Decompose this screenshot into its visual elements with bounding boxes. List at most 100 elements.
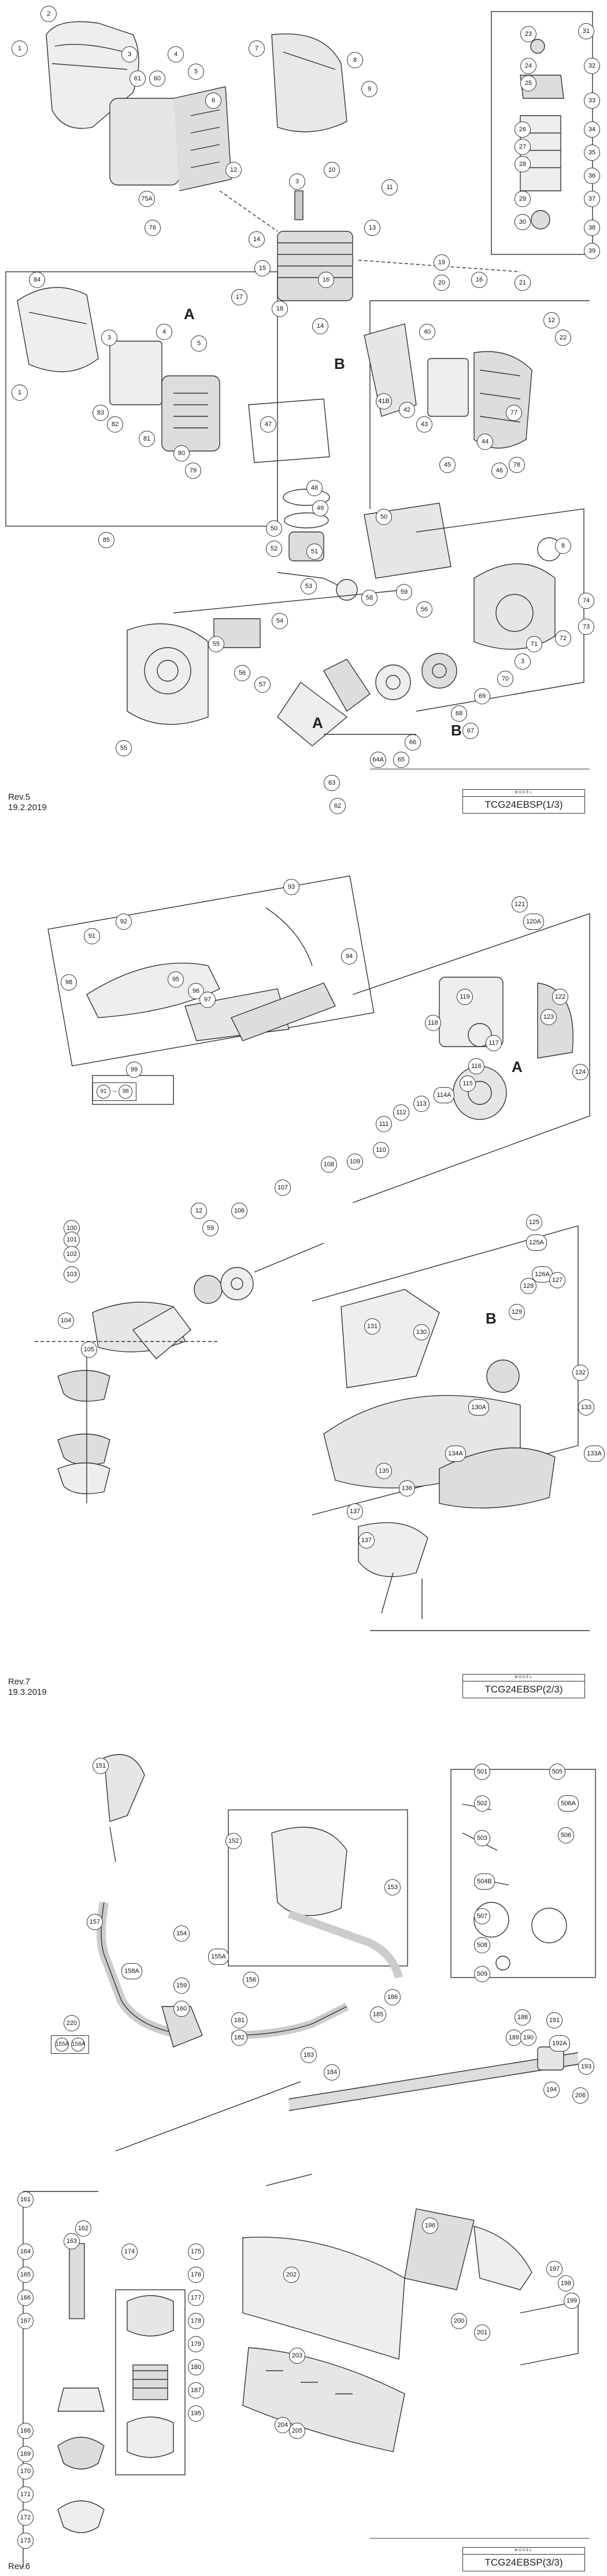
part-callout: 84 bbox=[29, 272, 45, 288]
parts-sheet-1: A B A B Rev.5 19.2.2019 MODEL TCG24EBSP(… bbox=[0, 0, 607, 856]
part-callout: 77 bbox=[506, 405, 522, 421]
part-callout: 64A bbox=[370, 752, 386, 768]
part-callout: 166 bbox=[17, 2290, 34, 2306]
part-callout: 508 bbox=[474, 1937, 490, 1953]
part-callout: 137 bbox=[347, 1503, 363, 1520]
part-callout: 8 bbox=[555, 538, 571, 554]
part-callout: 180 bbox=[188, 2359, 204, 2375]
part-callout: 78 bbox=[509, 457, 525, 473]
part-callout: 20 bbox=[434, 275, 450, 291]
part-callout: 7 bbox=[249, 40, 265, 57]
model-name: TCG24EBSP(3/3) bbox=[484, 2557, 563, 2568]
part-callout: 156 bbox=[243, 1972, 259, 1988]
part-callout: 16 bbox=[471, 272, 487, 288]
model-box: MODEL TCG24EBSP(3/3) bbox=[462, 2547, 585, 2571]
ref-group-to: 98 bbox=[119, 1085, 133, 1099]
part-callout: 2 bbox=[40, 6, 57, 22]
part-callout: 117 bbox=[486, 1035, 502, 1051]
part-callout: 154 bbox=[173, 1925, 190, 1942]
part-callout: 189 bbox=[506, 2030, 522, 2046]
part-callout: 131 bbox=[364, 1318, 380, 1335]
part-callout: 110 bbox=[373, 1142, 389, 1158]
part-callout: 119 bbox=[457, 989, 473, 1005]
part-callout: 118 bbox=[425, 1015, 441, 1031]
part-callout: 197 bbox=[546, 2261, 562, 2277]
part-callout: 83 bbox=[92, 405, 109, 421]
model-name: TCG24EBSP(1/3) bbox=[484, 799, 563, 810]
part-callout: 85 bbox=[98, 532, 114, 548]
part-callout: 179 bbox=[188, 2336, 204, 2352]
revision-label: Rev.6 bbox=[8, 2562, 31, 2571]
parts-sheet-2: A B 91 ~ 98 99 Rev.7 19.3.2019 MODEL TCG… bbox=[0, 867, 607, 1723]
part-callout: 15 bbox=[254, 260, 271, 276]
part-callout: 17 bbox=[231, 289, 247, 305]
part-callout: 185 bbox=[370, 2006, 386, 2023]
part-callout: 114A bbox=[434, 1087, 454, 1103]
part-callout: 40 bbox=[419, 324, 435, 340]
part-callout: 125 bbox=[526, 1214, 542, 1230]
part-callout: 61 bbox=[129, 71, 146, 87]
part-callout: 503 bbox=[474, 1830, 490, 1846]
part-callout: 506A bbox=[558, 1795, 579, 1812]
part-callout: 44 bbox=[477, 434, 493, 450]
part-callout: 509 bbox=[474, 1966, 490, 1982]
part-callout: 59 bbox=[202, 1220, 219, 1236]
part-callout: 157 bbox=[87, 1914, 103, 1930]
part-callout: 103 bbox=[64, 1266, 80, 1283]
part-callout: 507 bbox=[474, 1908, 490, 1924]
part-callout: 121 bbox=[512, 896, 528, 912]
part-callout: 108 bbox=[321, 1156, 337, 1173]
part-callout: 23 bbox=[520, 26, 536, 42]
part-callout: 65 bbox=[393, 752, 409, 768]
part-callout: 19 bbox=[434, 254, 450, 271]
part-callout: 3 bbox=[121, 46, 138, 62]
part-callout: 111 bbox=[376, 1116, 392, 1132]
part-callout: 178 bbox=[188, 2313, 204, 2329]
part-callout: 3 bbox=[289, 173, 305, 190]
part-callout: 33 bbox=[584, 93, 600, 109]
part-callout: 106 bbox=[231, 1203, 247, 1219]
part-callout: 47 bbox=[260, 416, 276, 433]
part-callout: 109 bbox=[347, 1154, 363, 1170]
part-callout: 134A bbox=[445, 1446, 466, 1462]
part-callout: 51 bbox=[306, 544, 323, 560]
part-callout: 48 bbox=[306, 480, 323, 496]
part-callout: 58 bbox=[361, 590, 377, 606]
part-callout: 132 bbox=[572, 1365, 589, 1381]
part-callout: 129 bbox=[509, 1304, 525, 1320]
part-callout: 12 bbox=[543, 312, 560, 328]
ref-group-label: 220 bbox=[64, 2015, 80, 2031]
part-callout: 49 bbox=[312, 500, 328, 516]
part-callout: 35 bbox=[584, 145, 600, 161]
part-callout: 38 bbox=[584, 220, 600, 236]
part-callout: 70 bbox=[497, 671, 513, 687]
part-callout: 160 bbox=[173, 2001, 190, 2017]
part-callout: 39 bbox=[584, 243, 600, 259]
part-callout: 122 bbox=[552, 989, 568, 1005]
part-callout: 57 bbox=[254, 677, 271, 693]
part-callout: 162 bbox=[75, 2220, 91, 2237]
part-callout: 5 bbox=[191, 335, 207, 352]
part-callout: 128 bbox=[520, 1278, 536, 1294]
part-callout: 5 bbox=[188, 64, 204, 80]
part-callout: 116 bbox=[468, 1058, 484, 1074]
part-callout: 8 bbox=[347, 52, 363, 68]
part-callout: 60 bbox=[149, 71, 165, 87]
part-callout: 50 bbox=[266, 520, 282, 537]
part-callout: 41B bbox=[376, 393, 392, 409]
model-box-header: MODEL bbox=[463, 790, 584, 797]
part-callout: 75A bbox=[139, 191, 155, 207]
part-callout: 14 bbox=[249, 231, 265, 247]
model-box: MODEL TCG24EBSP(1/3) bbox=[462, 789, 585, 814]
part-callout: 12 bbox=[191, 1203, 207, 1219]
reference-group-box: 155A 158A bbox=[51, 2035, 89, 2054]
part-callout: 91 bbox=[84, 928, 100, 944]
part-callout: 12 bbox=[225, 162, 242, 178]
part-callout: 6 bbox=[205, 93, 221, 109]
ref-group-separator: ~ bbox=[113, 1088, 117, 1095]
part-callout: 32 bbox=[584, 58, 600, 74]
part-callout: 161 bbox=[17, 2191, 34, 2208]
part-callout: 3 bbox=[515, 653, 531, 670]
part-callout: 1 bbox=[12, 385, 28, 401]
part-callout: 186 bbox=[384, 1989, 401, 2005]
